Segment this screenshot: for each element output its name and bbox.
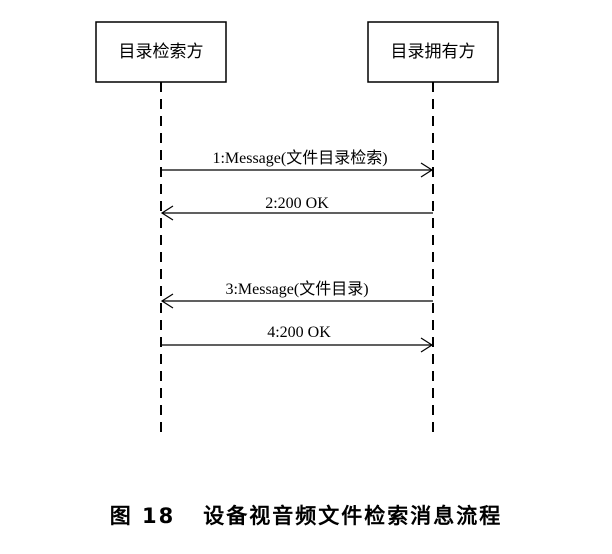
participant-box <box>95 21 227 83</box>
participant-box <box>367 21 499 83</box>
figure-title: 设备视音频文件检索消息流程 <box>203 504 503 528</box>
message-2-ok-response: 2:200 OK <box>160 195 433 221</box>
figure-number: 图 18 <box>109 504 176 528</box>
message-label: 1:Message(文件目录检索) <box>212 149 387 167</box>
arrowhead-left-icon <box>160 293 174 309</box>
message-3-directory-message: 3:Message(文件目录) <box>160 280 433 309</box>
participant-label: 目录拥有方 <box>391 42 476 62</box>
message-4-ok-response: 4:200 OK <box>161 324 434 353</box>
participant-directory-searcher: 目录检索方 <box>95 21 227 83</box>
participant-label: 目录检索方 <box>119 42 204 62</box>
arrowhead-right-icon <box>420 337 434 353</box>
message-label: 4:200 OK <box>267 324 331 341</box>
arrowhead-left-icon <box>160 205 174 221</box>
arrowhead-right-icon <box>420 162 434 178</box>
message-label: 2:200 OK <box>265 195 329 212</box>
message-1-search-request: 1:Message(文件目录检索) <box>161 149 434 178</box>
participant-directory-owner: 目录拥有方 <box>367 21 499 83</box>
message-label: 3:Message(文件目录) <box>225 280 368 298</box>
figure-caption: 图 18 设备视音频文件检索消息流程 <box>0 500 612 530</box>
